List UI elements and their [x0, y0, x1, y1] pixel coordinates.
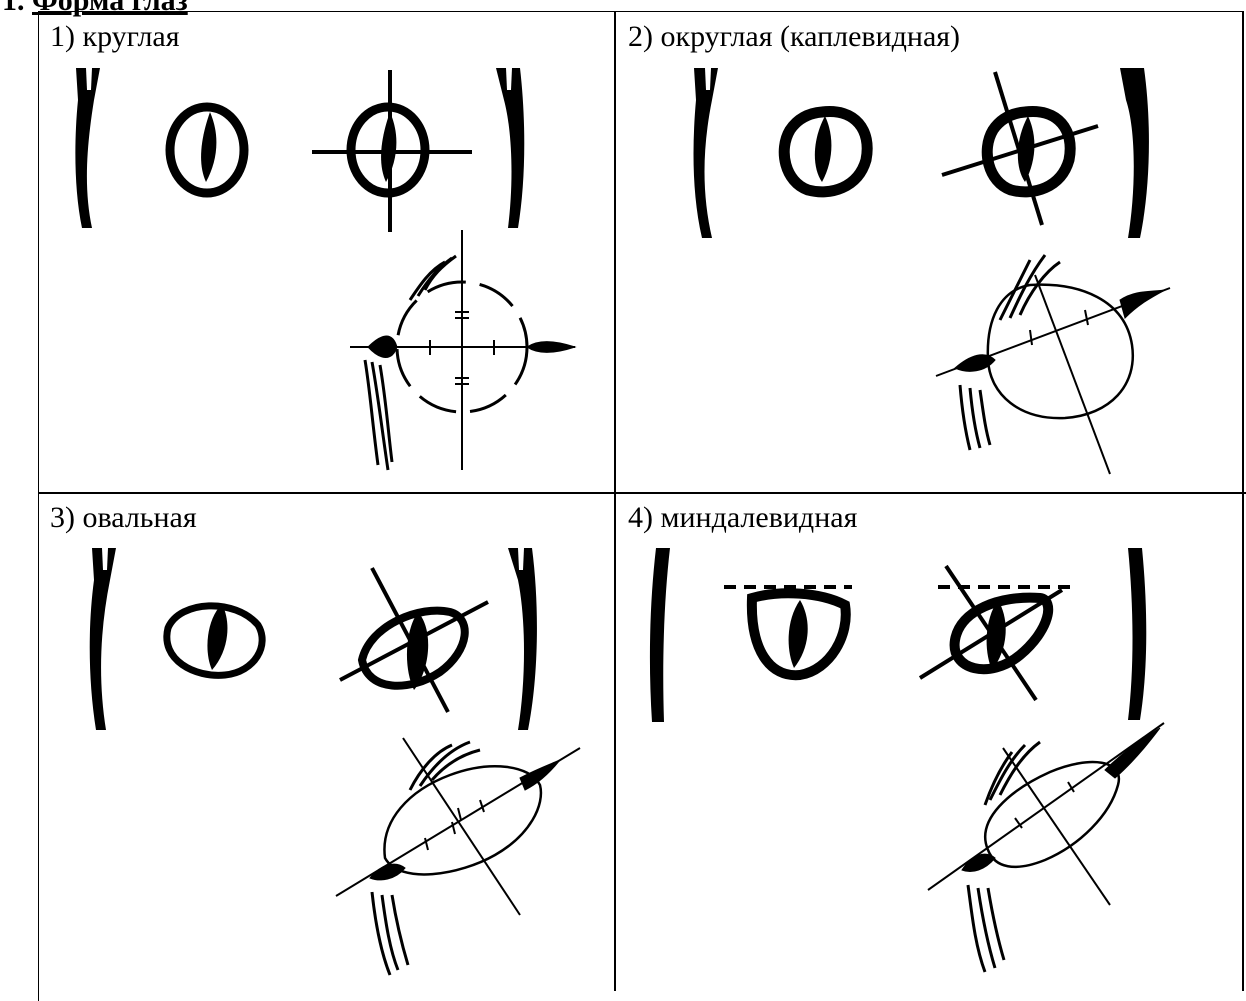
eye-almond-axes: [920, 566, 1070, 700]
cell-round-art: [75, 68, 575, 470]
eye-droplet-sketch: [936, 255, 1170, 474]
head-contour-right-4: [1128, 548, 1146, 720]
head-contour-left-2: [694, 68, 718, 238]
head-contour-left-3: [90, 548, 116, 730]
eye-oval-axes: [340, 568, 488, 712]
eye-round: [170, 107, 244, 193]
eye-almond-sketch: [928, 723, 1164, 972]
eye-round-axes: [312, 70, 472, 232]
head-contour-right: [496, 68, 524, 228]
eye-droplet-axes: [942, 72, 1098, 225]
head-contour-left: [75, 68, 100, 228]
head-contour-right-2: [1120, 68, 1149, 238]
head-contour-left-4: [650, 548, 670, 722]
cell-almond-art: [650, 548, 1164, 972]
eye-oval-sketch: [336, 738, 580, 975]
head-contour-right-3: [508, 548, 537, 730]
cell-droplet-art: [694, 68, 1170, 474]
eye-oval: [167, 604, 262, 675]
cell-oval-art: [90, 548, 580, 975]
eye-droplet: [784, 112, 867, 192]
eye-almond: [724, 587, 852, 675]
eye-round-sketch: [350, 230, 575, 470]
